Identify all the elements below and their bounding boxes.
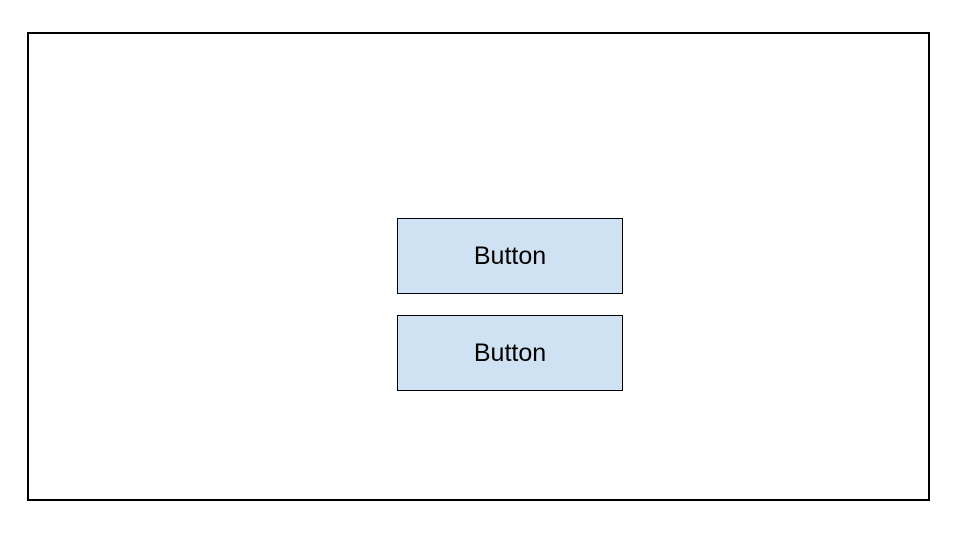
- outer-frame: Button Button: [27, 32, 930, 501]
- button-bottom[interactable]: Button: [397, 315, 623, 391]
- button-top[interactable]: Button: [397, 218, 623, 294]
